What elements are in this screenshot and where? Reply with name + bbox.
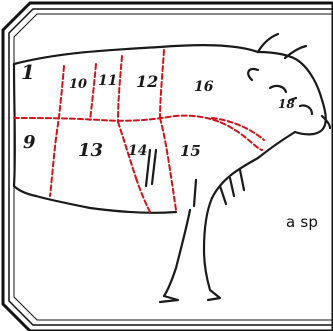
cut-label-14: 14	[128, 144, 147, 158]
cut-label-11: 11	[98, 74, 117, 88]
cut-label-13: 13	[78, 142, 103, 160]
cut-label-9: 9	[23, 134, 36, 152]
cut-label-16: 16	[194, 80, 213, 94]
caption-text: a sp	[286, 213, 318, 231]
cut-label-1: 1	[21, 62, 35, 82]
cut-label-15: 15	[180, 144, 201, 159]
cut-label-18: 18	[278, 98, 295, 110]
cut-label-12: 12	[136, 74, 158, 90]
cut-label-10: 10	[69, 78, 87, 91]
